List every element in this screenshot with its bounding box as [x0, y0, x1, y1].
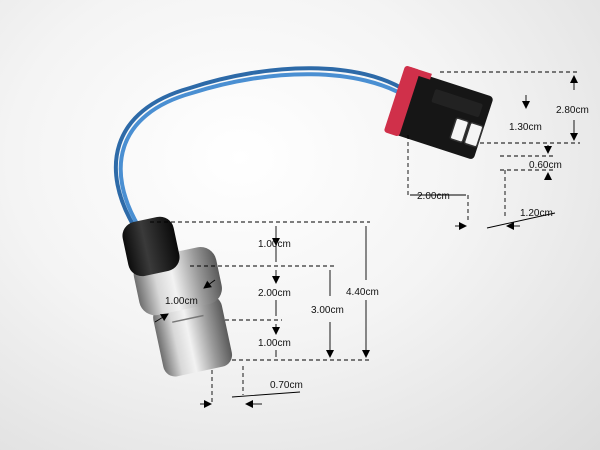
- probe-lower-label: 3.00cm: [311, 305, 344, 316]
- connector-width-label: 2.00cm: [417, 191, 450, 202]
- probe-middle-label: 2.00cm: [258, 288, 291, 299]
- connector-pin-gap-label: 0.60cm: [529, 160, 562, 171]
- temperature-probe: [122, 216, 233, 377]
- probe-tip: [153, 295, 233, 377]
- probe-top-label: 1.00cm: [258, 239, 291, 250]
- probe-diameter-label: 1.00cm: [165, 296, 198, 307]
- probe-bottom-label: 1.00cm: [258, 338, 291, 349]
- probe-tip-label: 0.70cm: [270, 380, 303, 391]
- blue-wire: [113, 66, 412, 230]
- probe-cap: [122, 216, 180, 277]
- connector-pin-width-label: 1.20cm: [520, 208, 553, 219]
- probe-dimension-lines: [150, 221, 370, 408]
- connector: [384, 66, 493, 159]
- connector-latch: [384, 66, 420, 136]
- connector-height-label: 2.80cm: [556, 105, 589, 116]
- connector-pin-depth-label: 1.30cm: [509, 122, 542, 133]
- connector-dimension-lines: [407, 71, 580, 230]
- probe-total-label: 4.40cm: [346, 287, 379, 298]
